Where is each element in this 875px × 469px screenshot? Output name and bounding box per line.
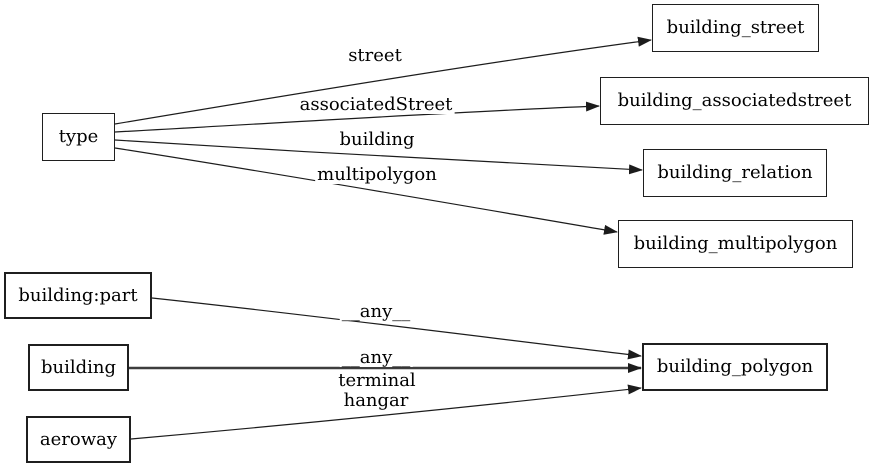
node-building-part: building:part (4, 272, 152, 319)
edge-label-hangar: hangar (341, 390, 411, 411)
edge-label-associatedstreet: associatedStreet (297, 94, 455, 115)
node-building: building (28, 344, 129, 391)
edge-label-any-building: __any__ (339, 347, 413, 368)
node-building-relation: building_relation (643, 149, 827, 197)
node-type: type (42, 113, 115, 161)
node-aeroway: aeroway (26, 416, 131, 463)
node-building-multipolygon: building_multipolygon (618, 220, 853, 268)
edge-label-street: street (346, 45, 404, 66)
node-building-street: building_street (652, 4, 819, 52)
edge-label-terminal: terminal (336, 370, 418, 391)
edge-label-building: building (337, 129, 417, 150)
edge-label-any-building-part: __any__ (339, 301, 413, 322)
edge-label-multipolygon: multipolygon (315, 164, 439, 185)
node-building-polygon: building_polygon (642, 343, 828, 391)
node-building-associatedstreet: building_associatedstreet (600, 77, 869, 125)
edge-type-building-multipolygon (114, 147, 618, 235)
